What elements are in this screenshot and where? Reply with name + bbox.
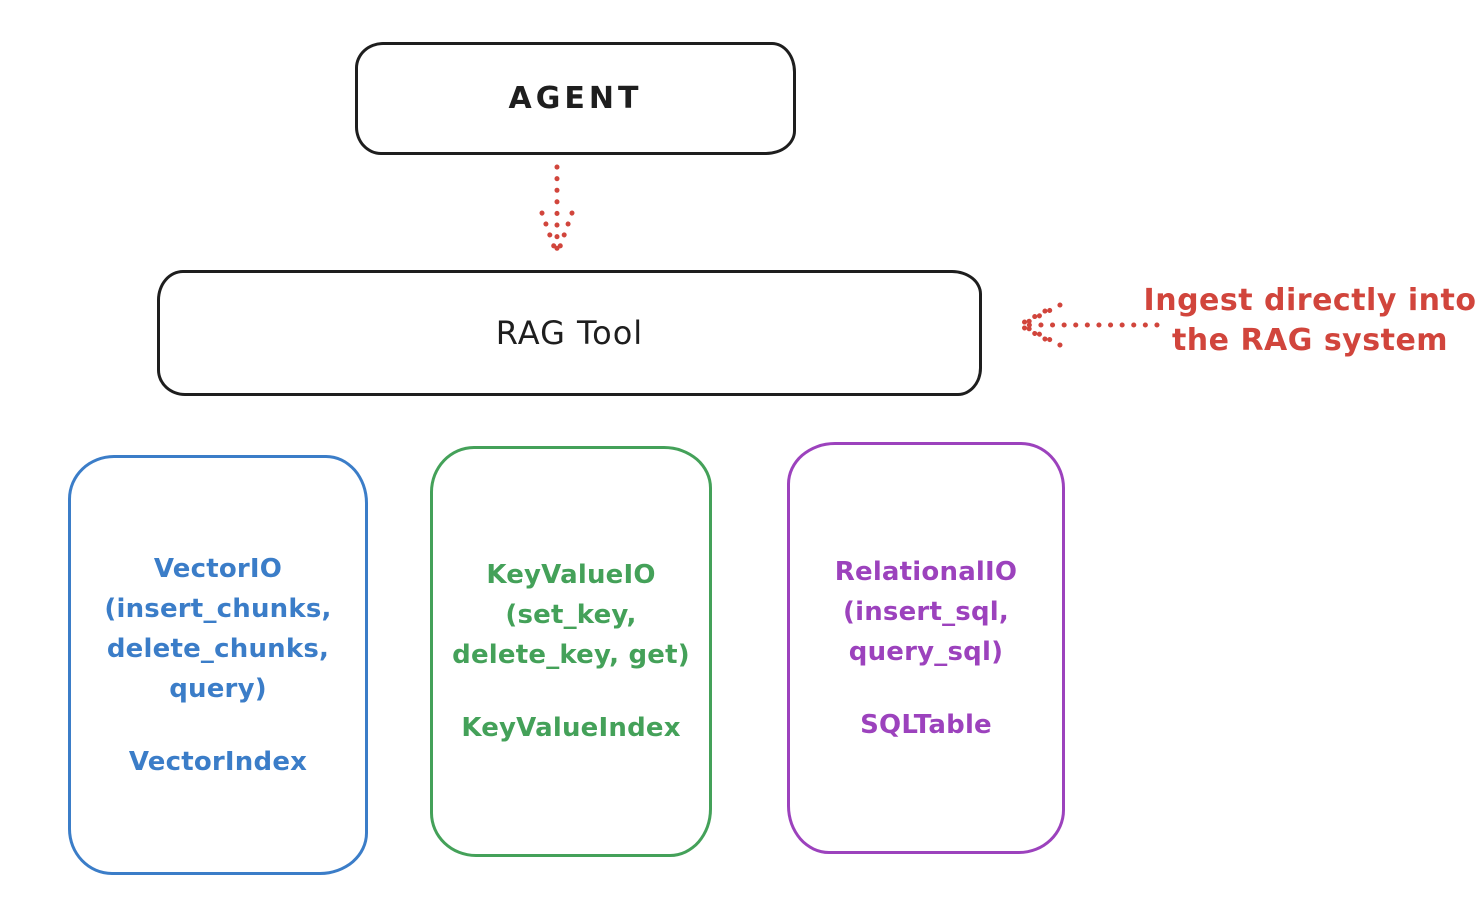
vector-io-line: VectorIO: [153, 553, 283, 584]
dotted-arrow-left-icon: [1012, 296, 1162, 354]
ingest-annotation-line1: Ingest directly into: [1143, 283, 1477, 318]
relational-io-line: (insert_sql,: [843, 596, 1009, 627]
vector-index-label: VectorIndex: [128, 746, 308, 777]
relational-io-card[interactable]: RelationalIO (insert_sql, query_sql) SQL…: [787, 442, 1065, 854]
relational-io-line: RelationalIO: [834, 556, 1018, 587]
dotted-arrow-down-icon: [535, 163, 579, 263]
vector-io-line: (insert_chunks,: [104, 593, 332, 624]
vector-io-line: delete_chunks,: [106, 633, 330, 664]
relational-io-text: RelationalIO (insert_sql, query_sql): [835, 552, 1017, 672]
agent-node[interactable]: AGENT: [355, 42, 796, 155]
keyvalue-io-text: KeyValueIO (set_key, delete_key, get): [452, 555, 690, 675]
agent-label: AGENT: [508, 81, 643, 116]
vector-io-text: VectorIO (insert_chunks, delete_chunks, …: [104, 549, 331, 709]
ingest-annotation: Ingest directly into the RAG system: [1140, 281, 1480, 361]
keyvalue-io-line: (set_key,: [505, 600, 637, 630]
keyvalue-index-label: KeyValueIndex: [461, 713, 681, 743]
vector-io-line: query): [169, 673, 267, 704]
keyvalue-io-line: KeyValueIO: [486, 560, 656, 590]
relational-io-line: query_sql): [848, 636, 1004, 667]
keyvalue-io-card[interactable]: KeyValueIO (set_key, delete_key, get) Ke…: [430, 446, 712, 857]
keyvalue-io-line: delete_key, get): [452, 640, 690, 670]
vector-io-card[interactable]: VectorIO (insert_chunks, delete_chunks, …: [68, 455, 368, 875]
rag-tool-label: RAG Tool: [495, 314, 644, 352]
sql-table-label: SQLTable: [860, 709, 992, 740]
rag-tool-node[interactable]: RAG Tool: [157, 270, 982, 396]
ingest-annotation-line2: the RAG system: [1171, 323, 1449, 358]
